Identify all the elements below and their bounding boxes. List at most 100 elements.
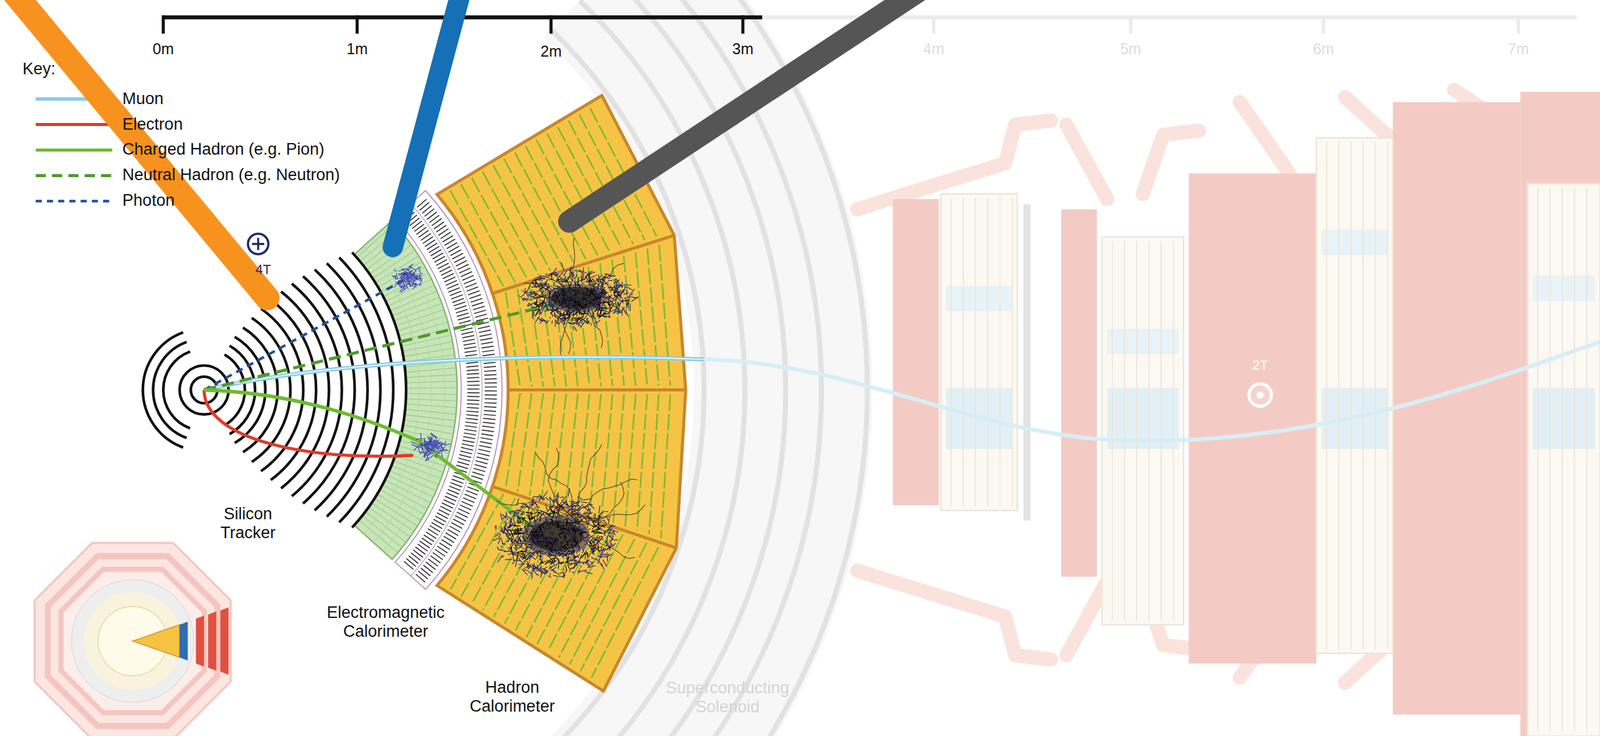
preshower <box>471 302 484 307</box>
particle-tracks <box>703 342 1600 442</box>
preshower <box>460 505 472 511</box>
particle-showers <box>571 479 639 516</box>
preshower <box>457 264 469 270</box>
muon-system <box>1350 141 1352 650</box>
preshower <box>484 406 497 408</box>
inset-yoke <box>34 543 231 736</box>
preshower <box>482 350 495 352</box>
preshower <box>465 425 478 428</box>
preshower <box>466 373 480 375</box>
muon-system <box>1326 141 1328 650</box>
inset-cross-section <box>71 579 194 702</box>
preshower <box>465 490 478 495</box>
hadron-calorimeter <box>493 164 551 271</box>
preshower <box>445 280 457 286</box>
preshower <box>484 394 497 396</box>
preshower <box>460 447 474 450</box>
inset-yoke <box>48 556 218 727</box>
preshower <box>465 418 478 420</box>
hadron-calorimeter <box>601 393 614 519</box>
preshower <box>466 286 479 292</box>
preshower <box>466 410 479 413</box>
preshower <box>463 342 476 345</box>
muon-system <box>1532 387 1595 450</box>
preshower <box>415 574 425 583</box>
particle-showers <box>518 295 577 301</box>
preshower <box>479 441 492 444</box>
particle-showers <box>518 515 572 569</box>
preshower <box>450 482 463 488</box>
silicon-tracker <box>163 351 190 429</box>
preshower <box>465 354 478 357</box>
solenoid <box>664 0 868 736</box>
muon-system <box>1520 91 1600 736</box>
particle-showers <box>521 287 577 299</box>
hadron-calorimeter <box>565 393 578 508</box>
inset-cross-section <box>132 624 180 658</box>
muon-system <box>1106 328 1179 355</box>
preshower <box>448 489 460 495</box>
preshower <box>464 350 477 353</box>
preshower <box>484 378 497 380</box>
hadron-calorimeter <box>508 388 687 392</box>
preshower <box>463 279 476 285</box>
legend-label: Muon <box>122 89 164 109</box>
silicon-tracker <box>143 332 184 448</box>
preshower <box>484 402 497 405</box>
preshower <box>484 398 497 400</box>
preshower <box>482 426 495 429</box>
scale-label: 5m <box>1120 40 1142 58</box>
particle-showers <box>571 481 625 522</box>
silicon-tracker <box>339 257 394 523</box>
muon-system <box>1585 188 1588 733</box>
preshower <box>483 362 496 364</box>
preshower <box>454 305 467 310</box>
hadron-calorimeter <box>437 95 686 692</box>
preshower <box>484 382 497 384</box>
preshower <box>484 366 497 368</box>
hadron-calorimeter <box>636 394 648 531</box>
particle-showers <box>576 263 625 299</box>
hadron-calorimeter <box>647 248 659 386</box>
hadron-calorimeter <box>504 158 563 268</box>
pointer-strokes <box>3 0 924 299</box>
preshower <box>471 476 483 480</box>
preshower <box>469 294 481 299</box>
particle-tracks <box>203 277 408 390</box>
preshower <box>480 337 493 341</box>
muon-system <box>1338 141 1340 650</box>
field-symbol <box>247 233 269 255</box>
preshower <box>466 395 480 397</box>
muon-system <box>1344 96 1390 138</box>
particle-showers <box>571 444 603 516</box>
preshower <box>461 501 473 507</box>
silicon-tracker <box>281 291 330 489</box>
part-name: Electromagnetic Calorimeter <box>309 603 463 642</box>
legend-label: Photon <box>122 191 175 211</box>
particle-showers <box>529 275 577 298</box>
preshower <box>480 342 494 344</box>
preshower <box>479 445 492 449</box>
preshower <box>481 429 494 432</box>
preshower <box>481 346 494 349</box>
muon-system <box>1061 209 1098 578</box>
muon-system <box>1123 241 1126 622</box>
preshower <box>456 260 467 267</box>
preshower <box>444 277 456 282</box>
preshower <box>451 294 463 299</box>
particle-tracks <box>203 301 567 391</box>
muon-system <box>1111 241 1113 622</box>
muon-system <box>940 194 1018 511</box>
preshower <box>456 512 468 518</box>
preshower <box>484 390 497 392</box>
muon-system <box>857 570 1051 660</box>
muon-system <box>962 197 964 506</box>
muon-system <box>1136 241 1138 622</box>
particle-showers <box>571 504 646 520</box>
hadron-calorimeter <box>505 292 521 387</box>
muon-system <box>1321 229 1388 256</box>
preshower <box>449 485 461 491</box>
particle-tracks <box>203 357 704 391</box>
